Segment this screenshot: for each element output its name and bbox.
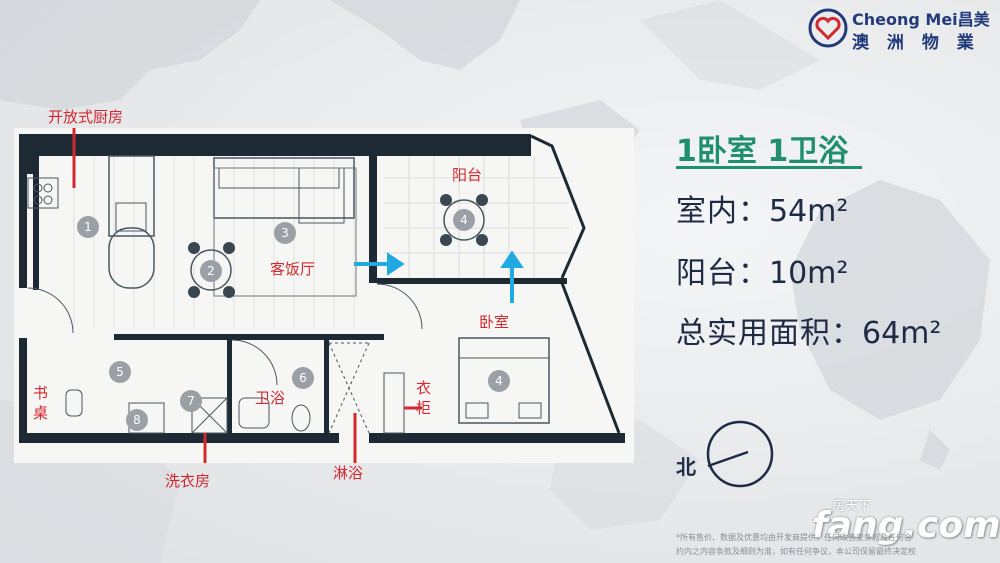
room-number-3: 3	[274, 222, 296, 244]
room-number-4-balcony: 4	[453, 209, 475, 231]
indoor-area-label: 室内：	[676, 194, 769, 229]
floor-plan	[14, 128, 634, 463]
disclaimer-line-1: *所有售价、数据及优惠均由开发商提供，任何改善变条款及任何合	[676, 533, 912, 542]
total-area-label: 总实用面积：	[676, 316, 862, 351]
room-number-7: 7	[180, 390, 202, 412]
indoor-area-value: 54m²	[769, 194, 849, 229]
total-area: 总实用面积：64m²	[676, 308, 941, 352]
title-underline	[676, 166, 862, 169]
room-number-6: 6	[292, 367, 314, 389]
label-bathroom: 卫浴	[255, 389, 286, 407]
room-number-5: 5	[109, 361, 131, 383]
disclaimer-line-2: 约内之内容条款及细则为准，如有任何争议，本公司保留最终决定权	[676, 547, 916, 556]
room-number-8: 8	[126, 409, 148, 431]
brand-name: Cheong Mei昌美	[852, 10, 990, 29]
label-balcony: 阳台	[452, 166, 483, 184]
room-number-1: 1	[77, 216, 99, 238]
label-kitchen: 开放式厨房	[48, 108, 124, 126]
brand-logo: Cheong Mei昌美 澳 洲 物 業	[808, 2, 998, 53]
balcony-area: 阳台：10m²	[676, 248, 848, 292]
label-shower: 淋浴	[333, 464, 364, 482]
balcony-area-value: 10m²	[769, 256, 849, 291]
label-wardrobe: 衣柜	[416, 379, 432, 417]
label-laundry: 洗衣房	[165, 472, 211, 490]
watermark-sub: 房天下	[832, 499, 872, 514]
watermark-logo: fang.com	[812, 505, 1000, 546]
label-living-dining: 客饭厅	[270, 260, 316, 278]
balcony-area-label: 阳台：	[676, 256, 769, 291]
total-area-value: 64m²	[862, 316, 942, 351]
label-bedroom: 卧室	[479, 313, 510, 331]
unit-type-title: 1卧室 1卫浴	[676, 134, 849, 169]
label-desk: 书桌	[33, 384, 49, 422]
room-number-2: 2	[200, 260, 222, 282]
compass-icon	[706, 420, 774, 488]
room-number-4-bedroom: 4	[488, 370, 510, 392]
compass-north-label: 北	[676, 455, 696, 479]
indoor-area: 室内：54m²	[676, 186, 848, 230]
brand-name-cn: 澳 洲 物 業	[852, 33, 980, 53]
heart-logo-icon	[808, 8, 848, 48]
